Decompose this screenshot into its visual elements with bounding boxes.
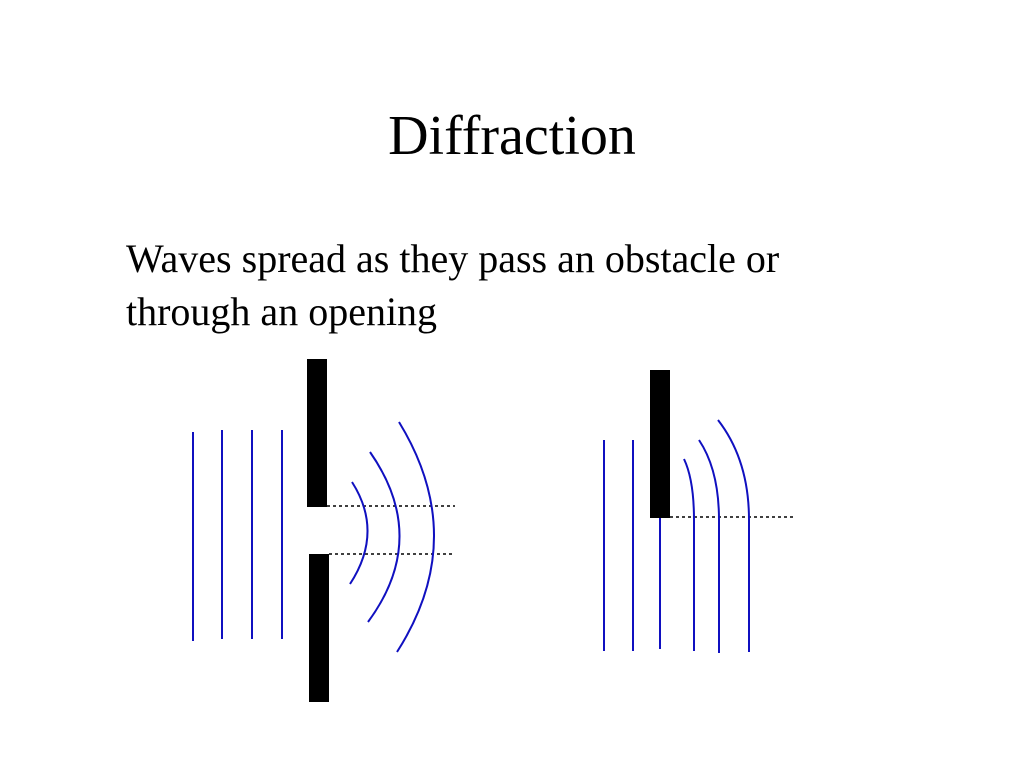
incident-wavefronts bbox=[192, 430, 283, 641]
incident-wavefronts-edge bbox=[603, 440, 661, 651]
obstacle bbox=[650, 370, 670, 518]
diffracted-wavefront bbox=[683, 458, 695, 651]
diffracted-wavefronts-edge bbox=[683, 419, 750, 653]
diffracted-wavefront bbox=[396, 421, 435, 653]
diffracted-wavefront bbox=[717, 419, 750, 652]
barrier-bottom bbox=[309, 554, 329, 702]
diffracted-wavefronts bbox=[349, 421, 435, 653]
slide-title: Diffraction bbox=[388, 105, 636, 167]
diffracted-wavefront bbox=[349, 481, 369, 585]
diffracted-wavefront bbox=[367, 451, 401, 623]
single-slit-diagram bbox=[192, 359, 455, 702]
edge-diagram bbox=[603, 370, 795, 653]
barrier-top bbox=[307, 359, 327, 507]
diffracted-wavefront bbox=[698, 439, 720, 653]
slide-body-text: Waves spread as they pass an obstacle or… bbox=[126, 236, 780, 334]
